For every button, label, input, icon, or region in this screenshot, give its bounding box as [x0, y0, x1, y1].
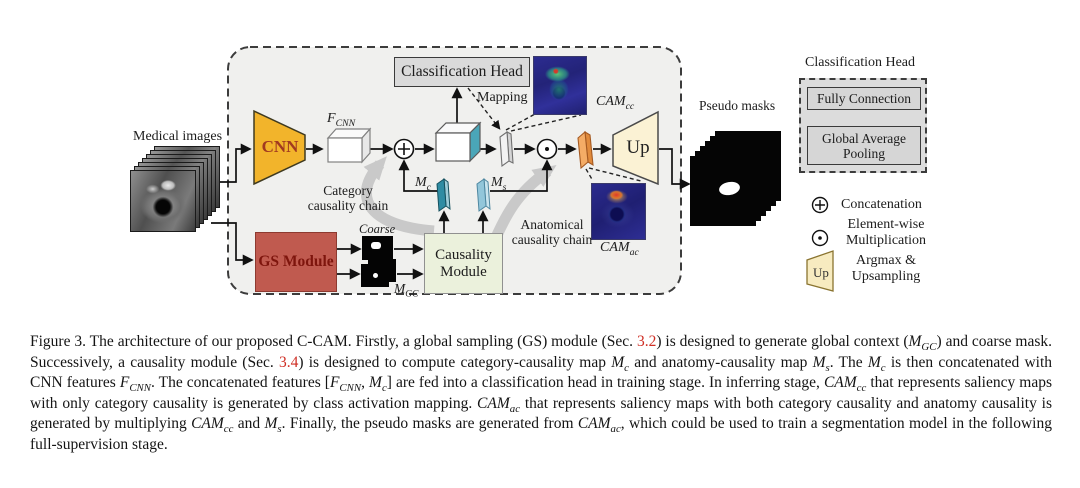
medical-image-front [130, 170, 196, 232]
fully-connection-box: Fully Connection [807, 87, 921, 110]
caption-text: CAMac [477, 394, 521, 415]
caption-text: Figure 3. The architecture of our propos… [30, 333, 637, 350]
caption-text: FCNN [329, 374, 362, 395]
legend-multiplication-label: Element-wise Multiplication [845, 217, 927, 248]
caption-text: that represents saliency maps with only … [30, 374, 1052, 412]
ms-label: Ms [491, 175, 507, 193]
caption-text: Ms [264, 415, 282, 436]
section-ref: 3.4 [278, 353, 299, 371]
attention-slab [577, 130, 594, 170]
global-average-pooling-box: Global Average Pooling [807, 126, 921, 165]
caption-text: is then concatenated with CNN features [30, 353, 1052, 392]
legend-concatenation-label: Concatenation [841, 197, 922, 212]
causality-module-box: Causality Module [424, 233, 503, 294]
elementwise-multiplication-symbol [536, 138, 558, 160]
cam-ac-heatmap [591, 183, 646, 240]
cam-ac-label: CAMac [600, 240, 639, 258]
coarse-label: Coarse [359, 222, 396, 236]
mgc-label: MGC [394, 281, 419, 300]
caption-text: ] are fed into a classification head in … [386, 374, 824, 391]
caption-text: Ms [812, 353, 830, 374]
mapping-label: Mapping [477, 90, 528, 105]
caption-text: that represents saliency maps with both … [30, 394, 1052, 433]
caption-text: Mc [611, 353, 629, 374]
caption-text: and anatomy-causality map [628, 353, 813, 371]
dashed-connectors [467, 87, 642, 182]
mapping-arrow [467, 87, 501, 130]
caption-text: ) is designed to compute category-causal… [298, 353, 612, 371]
legend-up-label: Up [813, 265, 829, 280]
caption-text: Mc [867, 353, 886, 374]
cam-cc-heatmap [533, 56, 587, 115]
gs-module-box: GS Module [255, 232, 337, 292]
legend-classification-head-title: Classification Head [805, 55, 916, 70]
caption-text: . Finally, the pseudo masks are generate… [281, 415, 578, 432]
section-ref: 3.2 [636, 333, 657, 350]
cnn-label: CNN [261, 137, 299, 156]
connectors [211, 87, 870, 280]
pseudo-masks-stack [690, 131, 788, 231]
coarse-mask-image [362, 236, 393, 260]
legend-multiplication-symbol [811, 229, 829, 247]
caption-text: , which could be used to train a segment… [30, 415, 1052, 453]
caption-text: MGC [908, 333, 937, 354]
fcnn-feature-cube [326, 127, 372, 164]
category-causality-chain-label: Category causality chain [307, 183, 389, 213]
caption-text: , [361, 374, 370, 391]
legend-upsampling-label: Argmax & Upsampling [851, 253, 921, 284]
figure-caption: Figure 3. The architecture of our propos… [30, 332, 1052, 455]
anatomical-causality-chain-label: Anatomical causality chain [511, 217, 593, 247]
up-label: Up [626, 137, 650, 158]
caption-text: FCNN [119, 374, 152, 395]
caption-text: Mc [369, 374, 387, 395]
category-causality-chain-arrow [360, 156, 435, 237]
concat-feature-cube [434, 121, 482, 163]
classification-head-box: Classification Head [394, 57, 530, 87]
caption-text: ) is designed to generate global context… [656, 333, 909, 350]
caption-text: and [233, 415, 265, 432]
mgc-mask-image [361, 264, 389, 287]
caption-text: CAMcc [191, 415, 234, 436]
caption-text: CAMcc [823, 374, 867, 395]
cam-feature-slab [499, 130, 514, 168]
cnn-trapezoid [253, 109, 306, 186]
caption-text: ) and coarse mask. Successively, a causa… [30, 333, 1053, 371]
up-trapezoid [612, 110, 659, 186]
caption-text: . The [829, 353, 868, 371]
concatenation-symbol [393, 138, 415, 160]
pseudo-mask-front [690, 156, 756, 226]
medical-images-label: Medical images [133, 129, 223, 144]
legend-concatenation-symbol [811, 196, 829, 214]
fcnn-label: FCNN [327, 111, 356, 129]
mc-label: Mc [415, 175, 432, 193]
caption-text: CAMac [577, 415, 621, 436]
cam-cc-label: CAMcc [596, 94, 635, 112]
medical-images-stack [130, 146, 222, 234]
ms-map-slab [476, 177, 491, 212]
caption-text: . The concatenated features [ [151, 374, 330, 391]
legend-up-trapezoid [806, 250, 834, 292]
mc-map-slab [436, 177, 451, 212]
pseudo-masks-label: Pseudo masks [699, 98, 776, 113]
